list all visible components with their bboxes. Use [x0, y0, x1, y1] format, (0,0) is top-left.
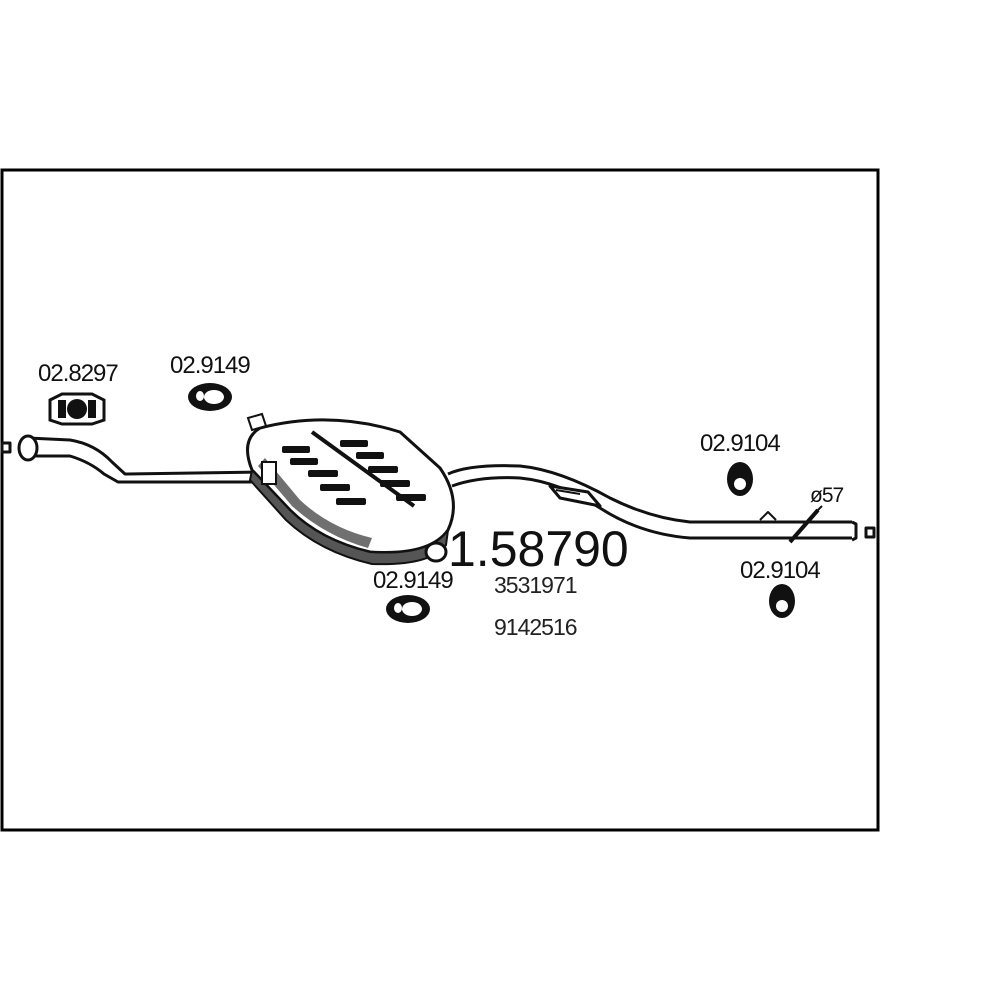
rubber-hanger-icon	[386, 595, 430, 623]
rubber-mount-icon	[727, 462, 753, 496]
rubber-hanger-icon	[188, 383, 232, 411]
rubber-mount-part-number: 02.9104	[740, 557, 821, 584]
hanger-part-number: 02.9149	[373, 567, 454, 594]
hanger-part-number: 02.9149	[170, 352, 251, 379]
oe-reference: 9142516	[494, 614, 578, 640]
middle-silencer	[246, 412, 455, 566]
main-part-number: 1.58790	[448, 521, 629, 577]
clamp-icon	[48, 392, 106, 426]
rubber-mount-part-number: 02.9104	[700, 430, 781, 457]
rubber-mount-icon	[769, 584, 795, 618]
oe-reference: 3531971	[494, 572, 578, 598]
tail-pipe	[447, 464, 876, 544]
clamp-part-number: 02.8297	[38, 360, 119, 387]
front-pipe	[0, 434, 263, 484]
diagram-frame	[0, 168, 880, 832]
pipe-diameter-label: ø57	[810, 484, 844, 507]
